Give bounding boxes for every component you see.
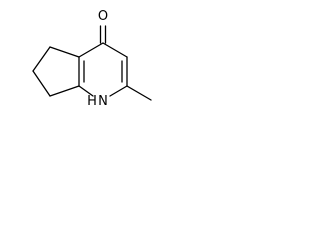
bond-c4a-c5 — [49, 46, 80, 58]
bond-c4a-c4 — [78, 42, 104, 58]
bond-c4-c3 — [102, 42, 128, 58]
nitrogen-label: N — [98, 94, 108, 109]
oxygen-label: O — [98, 9, 108, 24]
chemical-structure: O N H — [32, 9, 152, 109]
bond-n1-c7a — [78, 85, 94, 97]
hydrogen-label: H — [87, 94, 97, 109]
bond-c5-c6 — [32, 46, 51, 72]
bond-c2-methyl — [126, 85, 152, 101]
bond-c6-c7 — [32, 70, 51, 97]
bond-c7-c7a — [49, 85, 80, 97]
bond-c2-n1 — [109, 85, 128, 97]
